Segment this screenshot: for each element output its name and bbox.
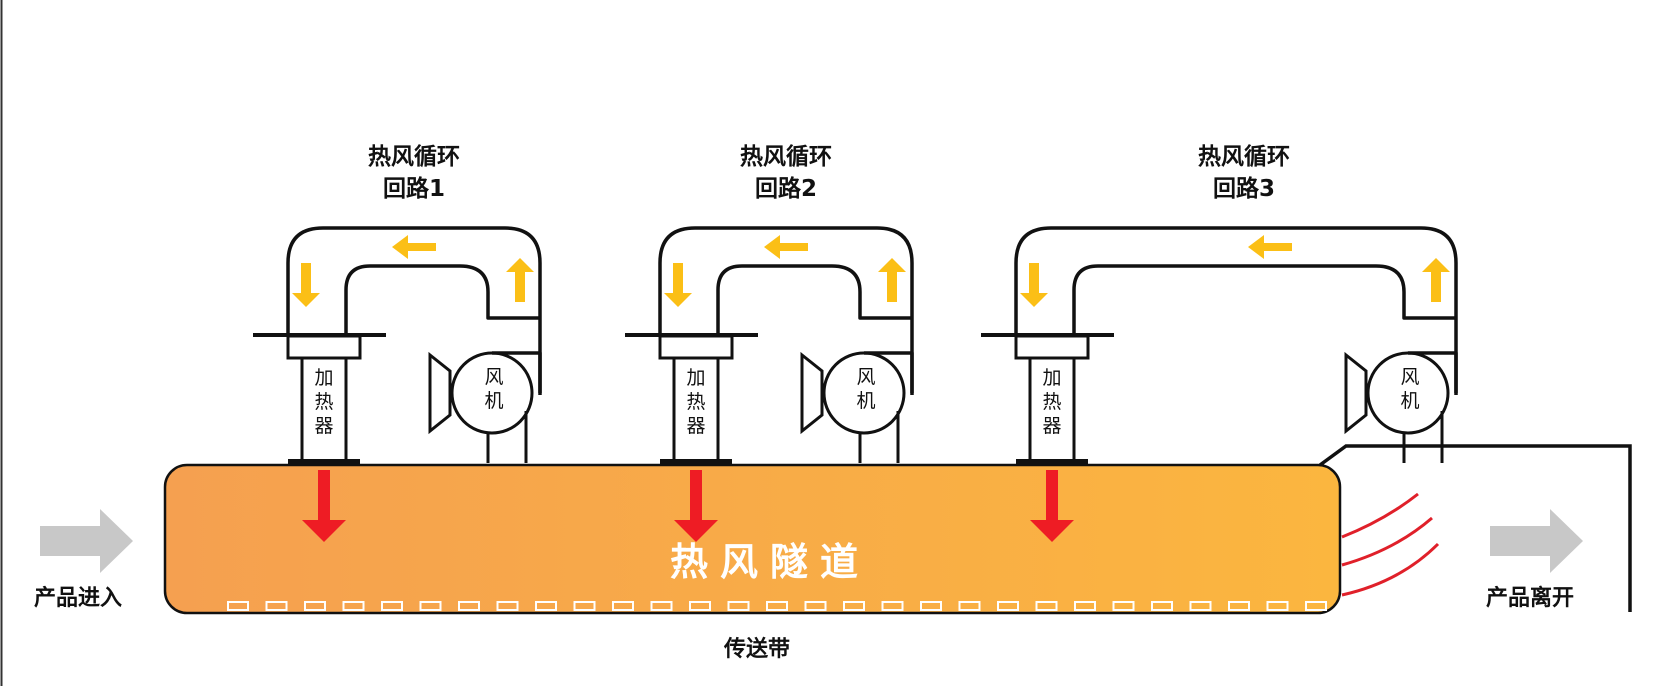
heater-cap xyxy=(1014,334,1090,360)
loop-subtitle: 回路2 xyxy=(755,175,817,202)
loop-subtitle: 回路3 xyxy=(1213,175,1275,202)
loop-title: 热风循环 xyxy=(740,143,832,170)
heater xyxy=(300,356,348,464)
conveyor-segment xyxy=(958,601,981,611)
conveyor-segment xyxy=(573,601,596,611)
conveyor-segment xyxy=(419,601,442,611)
product-exit-arrow xyxy=(1490,509,1583,573)
fan-outlet xyxy=(1408,351,1458,393)
fan-inlet xyxy=(800,351,824,435)
conveyor-segment xyxy=(1189,601,1212,611)
conveyor-segment xyxy=(265,601,288,611)
fan-outlet xyxy=(492,351,542,393)
conveyor-segment xyxy=(650,601,673,611)
fan-label: 风机 xyxy=(484,366,503,412)
conveyor-segment xyxy=(1112,601,1135,611)
fan-inlet xyxy=(1344,351,1368,435)
duct-outer xyxy=(286,226,542,395)
conveyor-segment xyxy=(612,601,634,611)
heater-base xyxy=(288,459,360,465)
heat-down-arrow xyxy=(674,470,718,542)
conveyor-segment xyxy=(920,601,942,611)
conveyor-segment xyxy=(1228,601,1250,611)
conveyor-segment xyxy=(689,601,711,611)
conveyor-segment xyxy=(304,601,326,611)
heater xyxy=(1028,356,1076,464)
conveyor-segment xyxy=(535,601,557,611)
conveyor-segment xyxy=(1074,601,1096,611)
hot-air-tunnel xyxy=(163,463,1342,615)
exit-heat-lines xyxy=(1341,492,1440,597)
product-entry-label: 产品进入 xyxy=(34,586,122,611)
heat-down-arrow xyxy=(302,470,346,542)
fan-outlet xyxy=(864,351,914,393)
duct-outer xyxy=(1014,226,1458,395)
tunnel-label: 热风隧道 xyxy=(670,540,870,584)
conveyor-segment xyxy=(1035,601,1058,611)
conveyor-segment xyxy=(342,601,365,611)
conveyor-segment xyxy=(1151,601,1173,611)
heater-base xyxy=(1016,459,1088,465)
conveyor-segment xyxy=(458,601,480,611)
heater xyxy=(672,356,720,464)
loop-subtitle: 回路1 xyxy=(383,175,445,202)
conveyor-segment xyxy=(843,601,865,611)
airflow-left-arrow xyxy=(764,235,808,259)
product-exit-label: 产品离开 xyxy=(1486,585,1574,611)
heat-down-arrow xyxy=(1030,470,1074,542)
fan-label: 风机 xyxy=(856,366,875,412)
conveyor-segment xyxy=(227,601,249,611)
heater-label: 加热器 xyxy=(1042,367,1061,437)
loop-title: 热风循环 xyxy=(368,143,460,170)
conveyor-segment xyxy=(1305,601,1327,611)
loop-title: 热风循环 xyxy=(1198,143,1290,170)
heater-cap xyxy=(286,334,362,360)
airflow-up-arrow xyxy=(878,258,906,302)
conveyor-label: 传送带 xyxy=(723,636,790,662)
conveyor-segment xyxy=(766,601,788,611)
airflow-down-arrow xyxy=(292,263,320,307)
duct-outer xyxy=(658,226,914,395)
conveyor-belt xyxy=(227,601,1327,611)
conveyor-segment xyxy=(381,601,403,611)
conveyor-segment xyxy=(727,601,750,611)
conveyor-segment xyxy=(997,601,1019,611)
conveyor-segment xyxy=(1266,601,1289,611)
airflow-left-arrow xyxy=(1248,235,1292,259)
duct-inner xyxy=(344,264,540,335)
conveyor-segment xyxy=(804,601,827,611)
airflow-down-arrow xyxy=(664,263,692,307)
conveyor-segment xyxy=(496,601,519,611)
fan-inlet xyxy=(428,351,452,435)
fan-label: 风机 xyxy=(1400,366,1419,412)
airflow-up-arrow xyxy=(1422,258,1450,302)
airflow-down-arrow xyxy=(1020,263,1048,307)
heater-base xyxy=(660,459,732,465)
heater-label: 加热器 xyxy=(686,367,705,437)
duct-inner xyxy=(1072,264,1456,335)
duct-inner xyxy=(716,264,912,335)
airflow-left-arrow xyxy=(392,235,436,259)
conveyor-segment xyxy=(881,601,904,611)
heater-label: 加热器 xyxy=(314,367,333,437)
product-entry-arrow xyxy=(40,509,133,573)
exit-housing xyxy=(1318,444,1632,612)
airflow-up-arrow xyxy=(506,258,534,302)
heater-cap xyxy=(658,334,734,360)
